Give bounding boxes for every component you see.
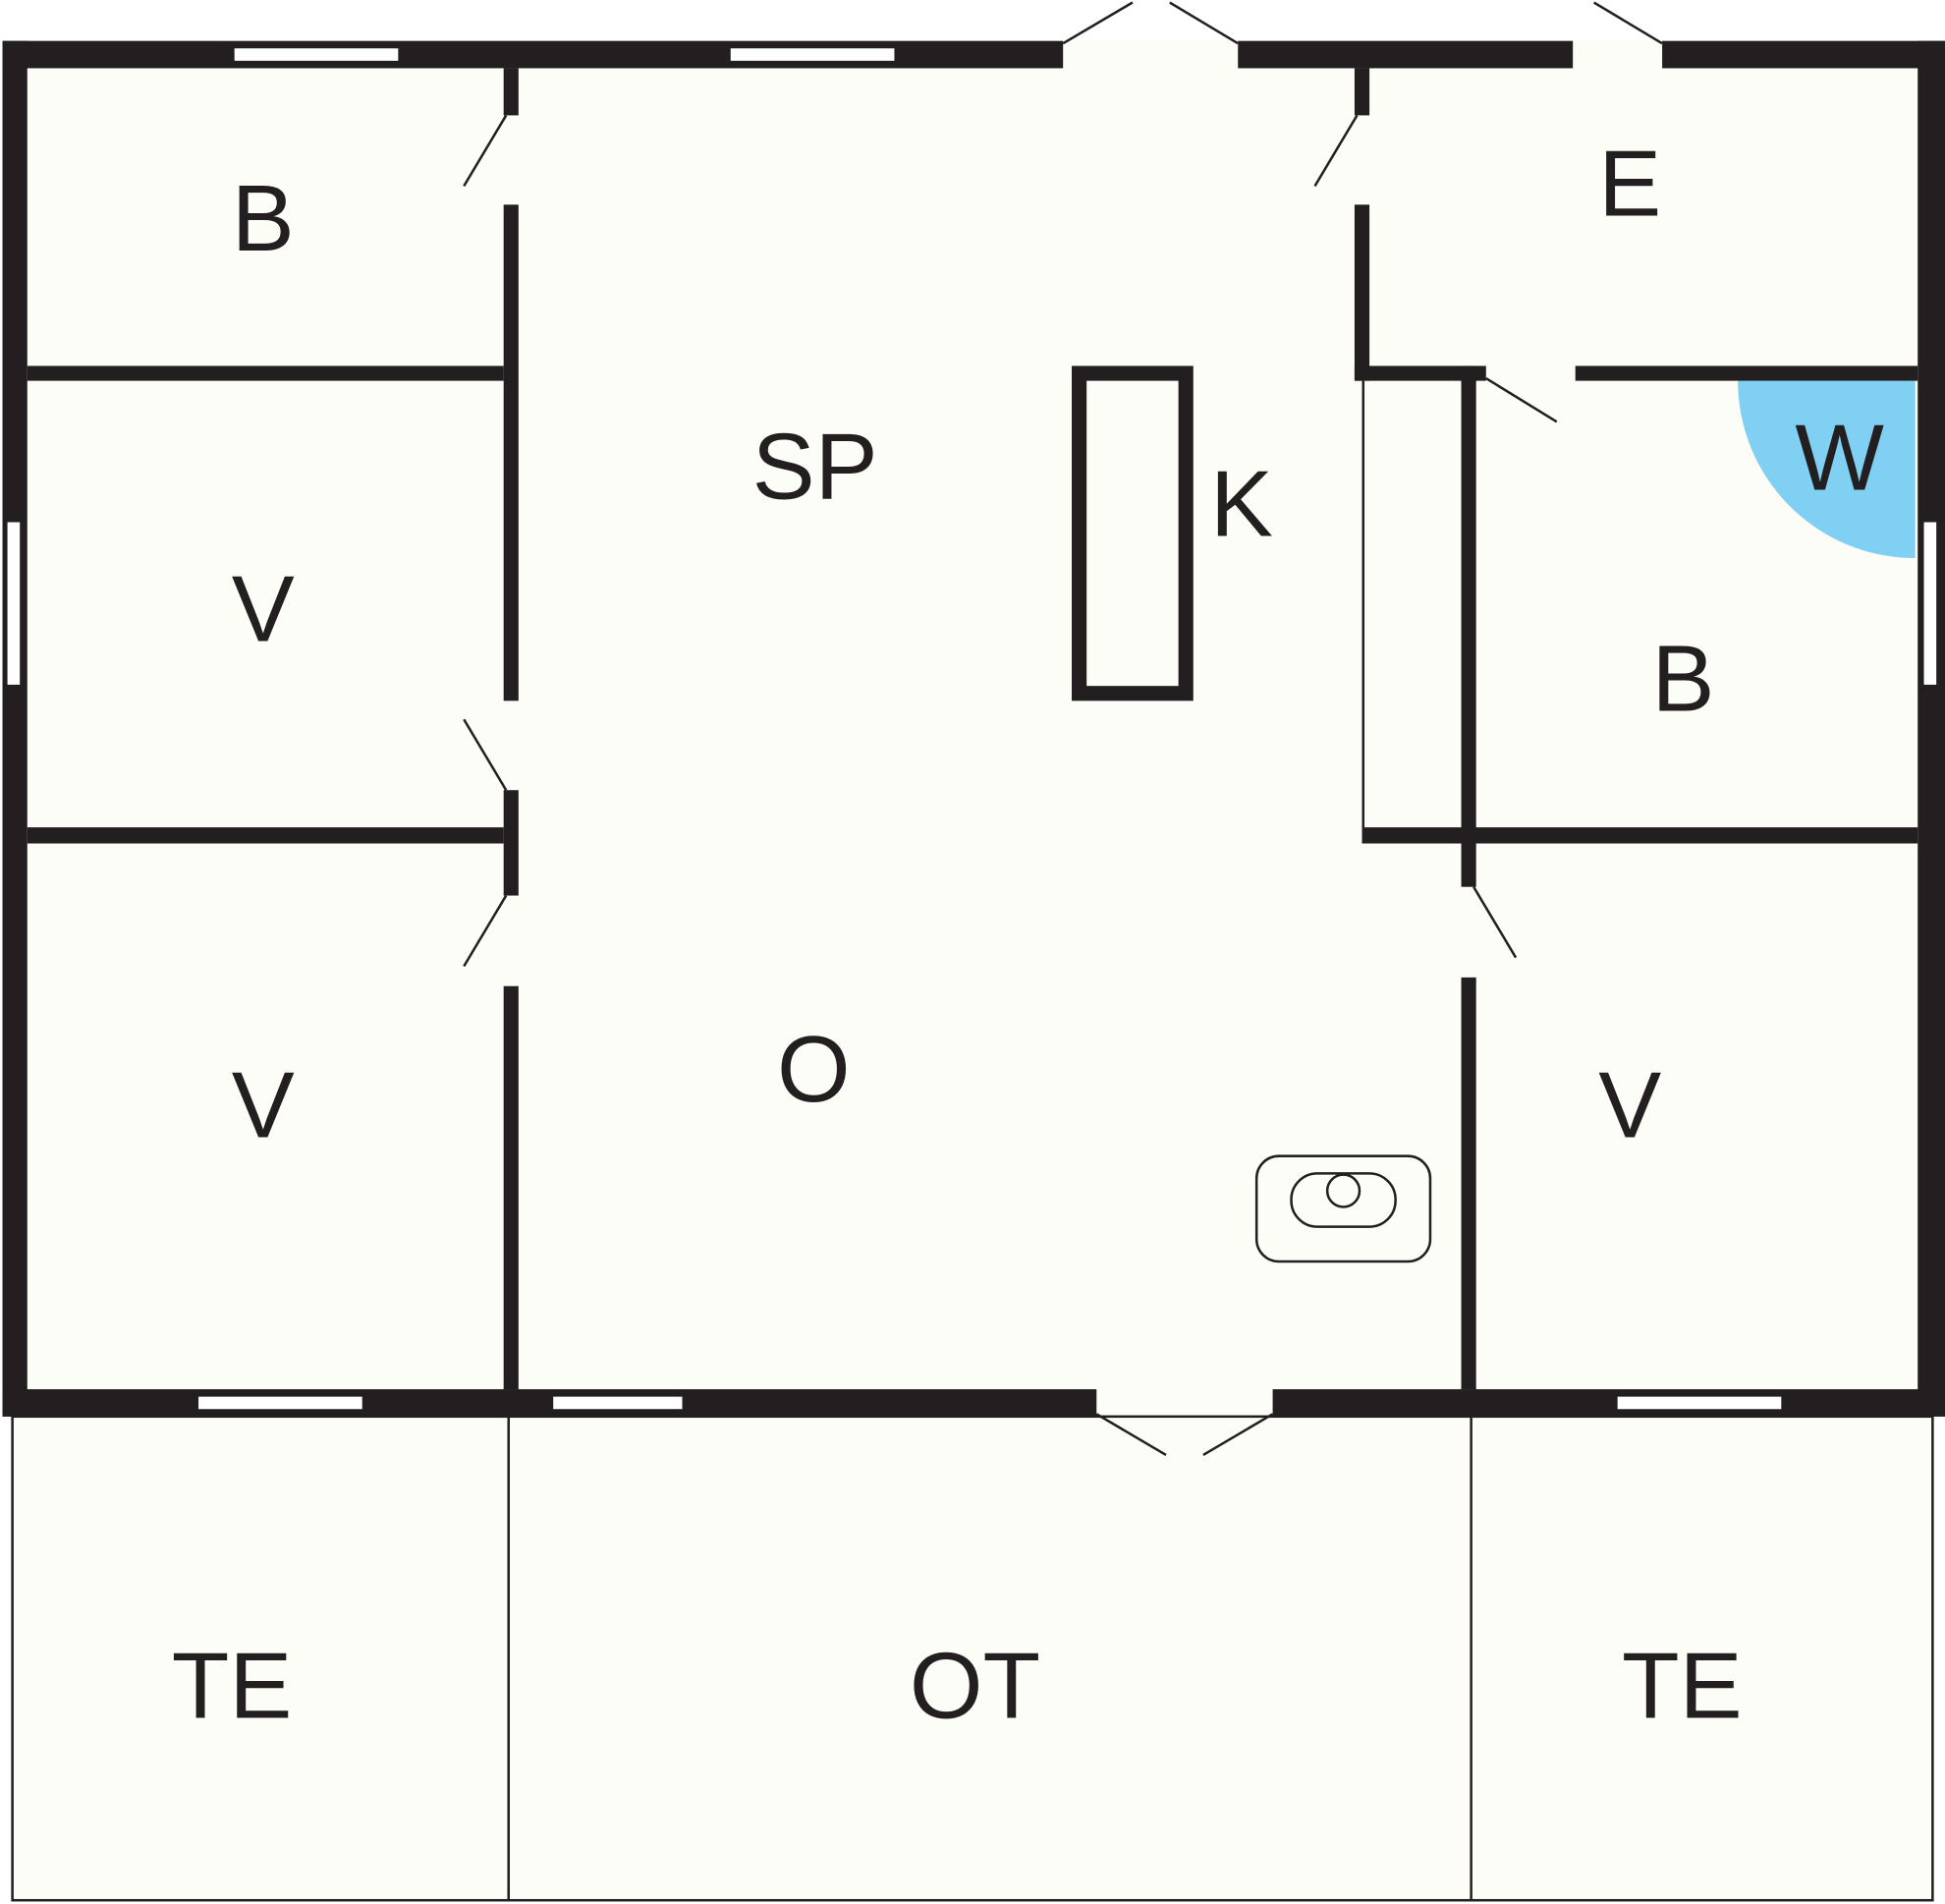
- room-label-bedroom-right: B: [1652, 626, 1715, 731]
- sink-icon: [1254, 1154, 1432, 1263]
- outer-walls: [2, 40, 1945, 1417]
- wardrobe-door-swing: [1738, 380, 1916, 559]
- room-label-v-right: V: [1598, 1053, 1661, 1158]
- room-label-sp: SP: [752, 415, 878, 520]
- room-label-v-left-upper: V: [232, 557, 295, 662]
- room-label-wardrobe: W: [1795, 406, 1884, 511]
- room-label-terrace-left: TE: [172, 1634, 293, 1739]
- room-label-terrace-right: TE: [1622, 1634, 1743, 1739]
- room-label-kitchen: K: [1210, 451, 1273, 556]
- interior-floor: [2, 40, 1945, 1417]
- windows: [5, 45, 1939, 1412]
- room-label-v-left-lower: V: [232, 1053, 295, 1158]
- doors: [463, 1, 1663, 1457]
- room-label-entrance: E: [1598, 132, 1661, 237]
- room-label-o: O: [777, 1017, 851, 1122]
- interior-walls: [27, 68, 1918, 1390]
- room-label-bedroom-top-left: B: [232, 166, 295, 271]
- room-label-terrace-center: OT: [910, 1634, 1040, 1739]
- terrace-floor: [12, 1416, 1933, 1901]
